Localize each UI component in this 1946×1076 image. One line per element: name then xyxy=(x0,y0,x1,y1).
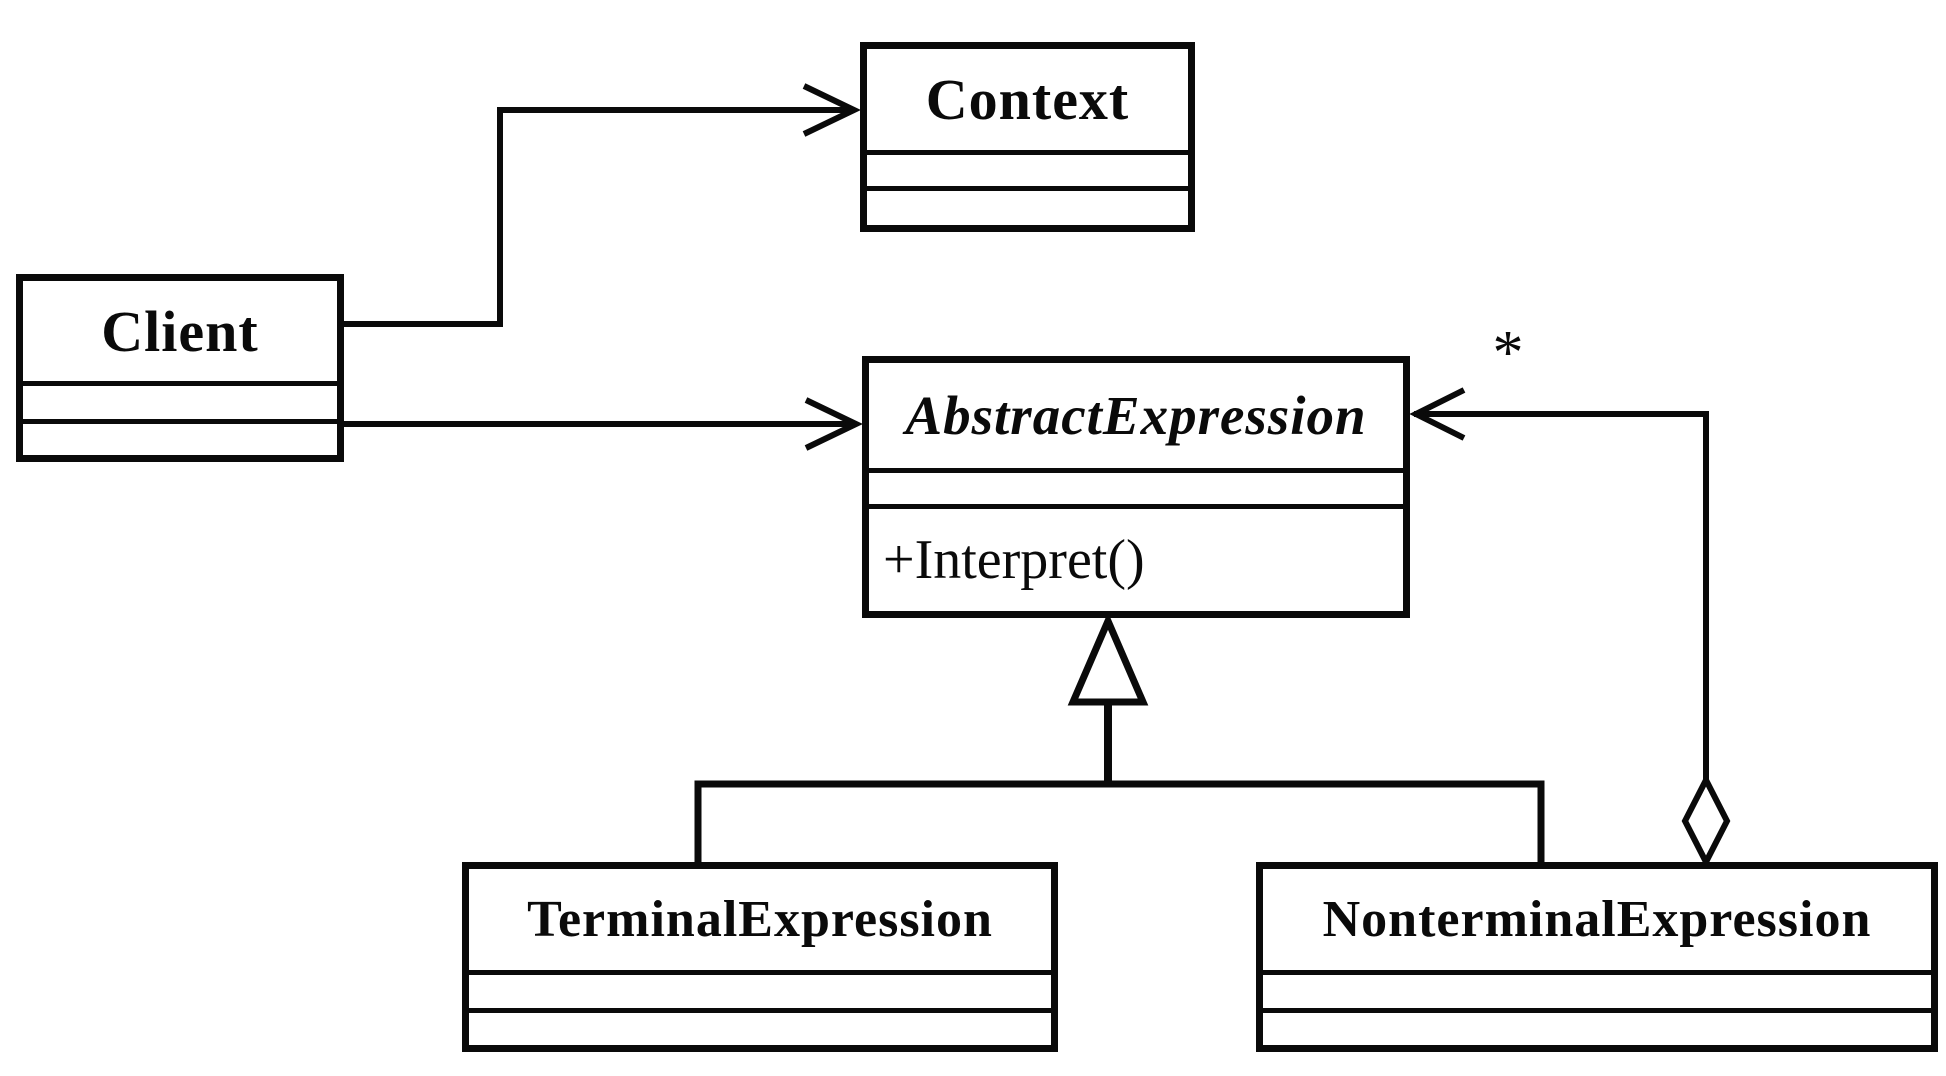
class-methods-compartment xyxy=(469,1008,1051,1045)
generalization-connector xyxy=(694,612,1545,862)
open-arrowhead-icon xyxy=(802,83,861,137)
class-name: Client xyxy=(101,298,259,364)
open-arrowhead-icon xyxy=(804,397,863,451)
class-name: AbstractExpression xyxy=(905,385,1367,446)
class-box-context: Context xyxy=(860,42,1195,232)
class-box-nonterminal-expression: NonterminalExpression xyxy=(1256,862,1938,1052)
class-name: NonterminalExpression xyxy=(1322,891,1872,948)
aggregation-connector xyxy=(1409,387,1731,869)
class-methods-compartment: +Interpret() xyxy=(869,504,1403,611)
hollow-diamond-icon xyxy=(1681,773,1731,869)
class-attributes-compartment xyxy=(469,970,1051,1008)
class-name: Context xyxy=(925,67,1130,132)
multiplicity-label: * xyxy=(1492,319,1524,387)
class-methods-compartment xyxy=(1263,1008,1931,1045)
generalization-bus xyxy=(694,780,1545,862)
association-client-abstractexpression xyxy=(344,397,863,451)
class-methods-compartment xyxy=(23,419,337,455)
class-attributes-compartment xyxy=(869,468,1403,504)
class-box-terminal-expression: TerminalExpression xyxy=(462,862,1058,1052)
class-box-abstract-expression: AbstractExpression +Interpret() xyxy=(862,356,1410,618)
class-methods-compartment xyxy=(867,186,1188,225)
open-arrowhead-icon xyxy=(1409,387,1466,441)
class-attributes-compartment xyxy=(1263,970,1931,1008)
class-name: TerminalExpression xyxy=(527,891,993,948)
class-attributes-compartment xyxy=(23,381,337,419)
class-attributes-compartment xyxy=(867,150,1188,186)
class-box-client: Client xyxy=(16,274,344,462)
association-client-context xyxy=(344,83,861,327)
hollow-triangle-icon xyxy=(1067,612,1149,706)
